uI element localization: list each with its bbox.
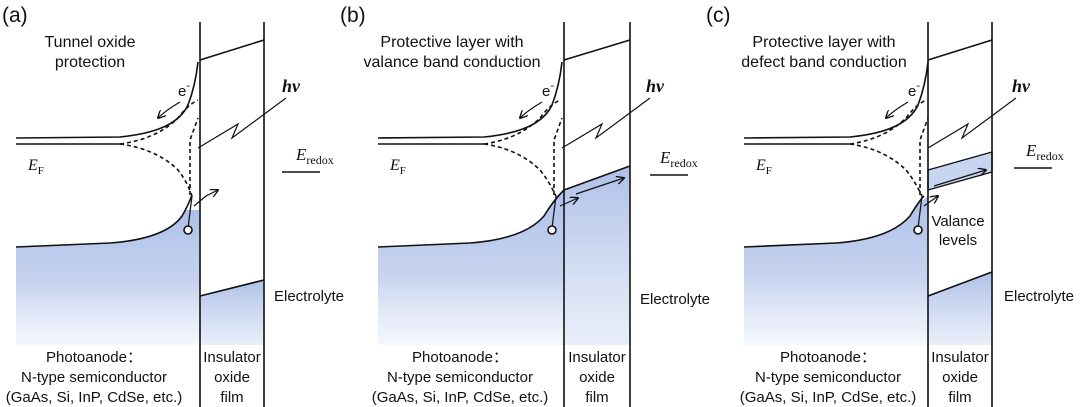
oxide-conduction-edge: [927, 39, 993, 61]
hole-path: [187, 195, 193, 229]
panel-title-line-2: valance band conduction: [363, 54, 540, 71]
valence-band-fill: [378, 190, 564, 345]
oxide-conduction-edge: [199, 39, 265, 61]
electron-arrow: [158, 101, 181, 118]
insulator-line-2: oxide: [942, 369, 978, 386]
eredox-label: Eredox: [295, 145, 334, 167]
insulator-line-3: film: [948, 389, 971, 406]
hole-circle: [547, 225, 557, 235]
ef-label: EF: [27, 157, 44, 177]
valence-band-fill: [16, 210, 200, 345]
electron-label: e-: [178, 80, 190, 100]
ef-label: EF: [755, 157, 772, 177]
dashed-band-segment: [919, 117, 929, 195]
hole-transfer-arrow-2: [575, 178, 624, 195]
quasi-fermi-lower: [119, 143, 193, 197]
oxide-band-fill: [564, 166, 630, 345]
panel-title-line-2: defect band conduction: [741, 54, 906, 71]
valence-band: [743, 195, 925, 248]
panel-label: (a): [2, 4, 28, 27]
oxide-conduction-edge: [563, 39, 631, 61]
hole-transfer-arrow-1: [559, 198, 578, 207]
quasi-fermi-upper: [119, 99, 199, 145]
photoanode-line-3: (GaAs, Si, InP, CdSe, etc.): [6, 389, 182, 406]
insulator-line-1: Insulator: [568, 349, 626, 366]
tunnel-arrow: [193, 190, 218, 207]
oxide-valence-edge: [927, 271, 993, 297]
photoanode-line-3: (GaAs, Si, InP, CdSe, etc.): [740, 389, 916, 406]
photoanode-line-2: N-type semiconductor: [387, 369, 533, 386]
quasi-fermi-upper: [483, 99, 561, 145]
valence-band-fill: [744, 196, 928, 345]
photoanode-line-1: Photoanode：: [412, 349, 508, 366]
conduction-band: [743, 61, 929, 139]
electron-label: e-: [542, 80, 554, 100]
hv-label: hv: [646, 76, 665, 96]
oxide-band-fill: [200, 280, 264, 345]
insulator-line-2: oxide: [579, 369, 615, 386]
insulator-line-3: film: [220, 389, 243, 406]
electrolyte-label: Electrolyte: [1004, 288, 1074, 305]
panel-title-line-1: Protective layer with: [752, 34, 895, 51]
photoanode-line-3: (GaAs, Si, InP, CdSe, etc.): [372, 389, 548, 406]
dashed-band-segment: [553, 117, 563, 195]
electron-arrow: [520, 101, 543, 118]
panel-label: (b): [340, 4, 366, 27]
photon-hv: [927, 97, 1017, 149]
electron-label: e-: [908, 80, 920, 100]
hole-transfer-arrow-2: [933, 170, 986, 187]
eredox-label: Eredox: [659, 148, 698, 170]
conduction-band: [15, 61, 199, 139]
electrolyte-label: Electrolyte: [640, 291, 710, 308]
valance-levels-line-1: Valance: [931, 213, 984, 230]
oxide-valence-edge: [199, 279, 265, 297]
dashed-band-segment: [189, 117, 199, 195]
electron-arrow: [886, 101, 909, 118]
photoanode-line-1: Photoanode：: [780, 349, 876, 366]
ef-label: EF: [389, 157, 406, 177]
hole-transfer-arrow-1: [923, 196, 938, 207]
quasi-fermi-lower: [483, 143, 557, 197]
oxide-band-fill: [928, 272, 992, 345]
photon-hv: [561, 97, 651, 149]
panel-a: [15, 22, 320, 407]
panel-title-line-1: Protective layer with: [380, 34, 523, 51]
hole-circle: [183, 225, 193, 235]
hole-path: [917, 195, 923, 229]
photoanode-line-2: N-type semiconductor: [755, 369, 901, 386]
conduction-band: [377, 61, 563, 139]
photoanode-line-1: Photoanode：: [46, 349, 142, 366]
hole-path: [551, 195, 557, 229]
hv-label: hv: [282, 76, 301, 96]
quasi-fermi-lower: [849, 143, 923, 197]
insulator-line-1: Insulator: [931, 349, 989, 366]
photoanode-line-2: N-type semiconductor: [21, 369, 167, 386]
panel-label: (c): [706, 4, 731, 27]
panel-b: [377, 22, 688, 407]
insulator-line-2: oxide: [214, 369, 250, 386]
panel-title-line-2: protection: [55, 54, 125, 71]
quasi-fermi-upper: [849, 99, 927, 145]
panel-title-line-1: Tunnel oxide: [44, 34, 135, 51]
hole-circle: [913, 225, 923, 235]
insulator-line-3: film: [585, 389, 608, 406]
valance-levels-line-2: levels: [939, 232, 977, 249]
electrolyte-label: Electrolyte: [274, 288, 344, 305]
insulator-line-1: Insulator: [203, 349, 261, 366]
valence-band: [15, 194, 193, 248]
hv-label: hv: [1012, 76, 1031, 96]
photon-hv: [197, 97, 287, 149]
oxide-valence-edge: [563, 165, 631, 191]
eredox-label: Eredox: [1025, 141, 1064, 163]
panel-c: [743, 22, 1052, 407]
